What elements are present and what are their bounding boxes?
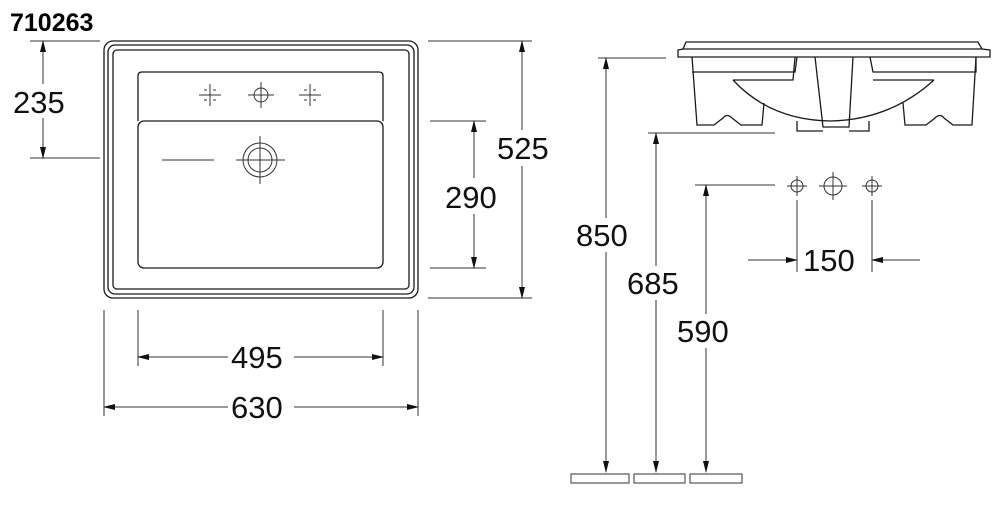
side-view [677, 41, 991, 132]
dimension-label: 850 [576, 218, 628, 253]
dimension-label: 525 [497, 131, 549, 166]
dimension-label: 235 [13, 85, 65, 120]
dimension-525: 525 [428, 40, 554, 299]
dimension-685: 685 [625, 132, 775, 473]
dimension-590: 590 [675, 184, 775, 473]
dimension-150: 150 [748, 200, 920, 278]
tap-holes-front [787, 172, 882, 200]
basin-outline [137, 120, 384, 269]
tap-hole-left-icon [199, 84, 221, 106]
dimension-label: 290 [445, 180, 497, 215]
dimension-630: 630 [103, 310, 419, 425]
dimension-850: 850 [574, 57, 666, 473]
dimension-235: 235 [10, 40, 100, 159]
drain-icon [236, 136, 285, 184]
dimension-label: 150 [803, 243, 855, 278]
dimension-label: 495 [231, 340, 283, 375]
top-view [103, 40, 419, 299]
product-number: 710263 [10, 9, 93, 37]
dimension-label: 590 [677, 314, 729, 349]
tap-hole-center-icon [248, 82, 274, 108]
dimension-label: 630 [231, 390, 283, 425]
dimension-290: 290 [430, 120, 506, 269]
floor-feet [570, 473, 743, 484]
dimension-label: 685 [627, 266, 679, 301]
tap-hole-right-icon [299, 84, 321, 106]
dimension-495: 495 [137, 310, 384, 375]
